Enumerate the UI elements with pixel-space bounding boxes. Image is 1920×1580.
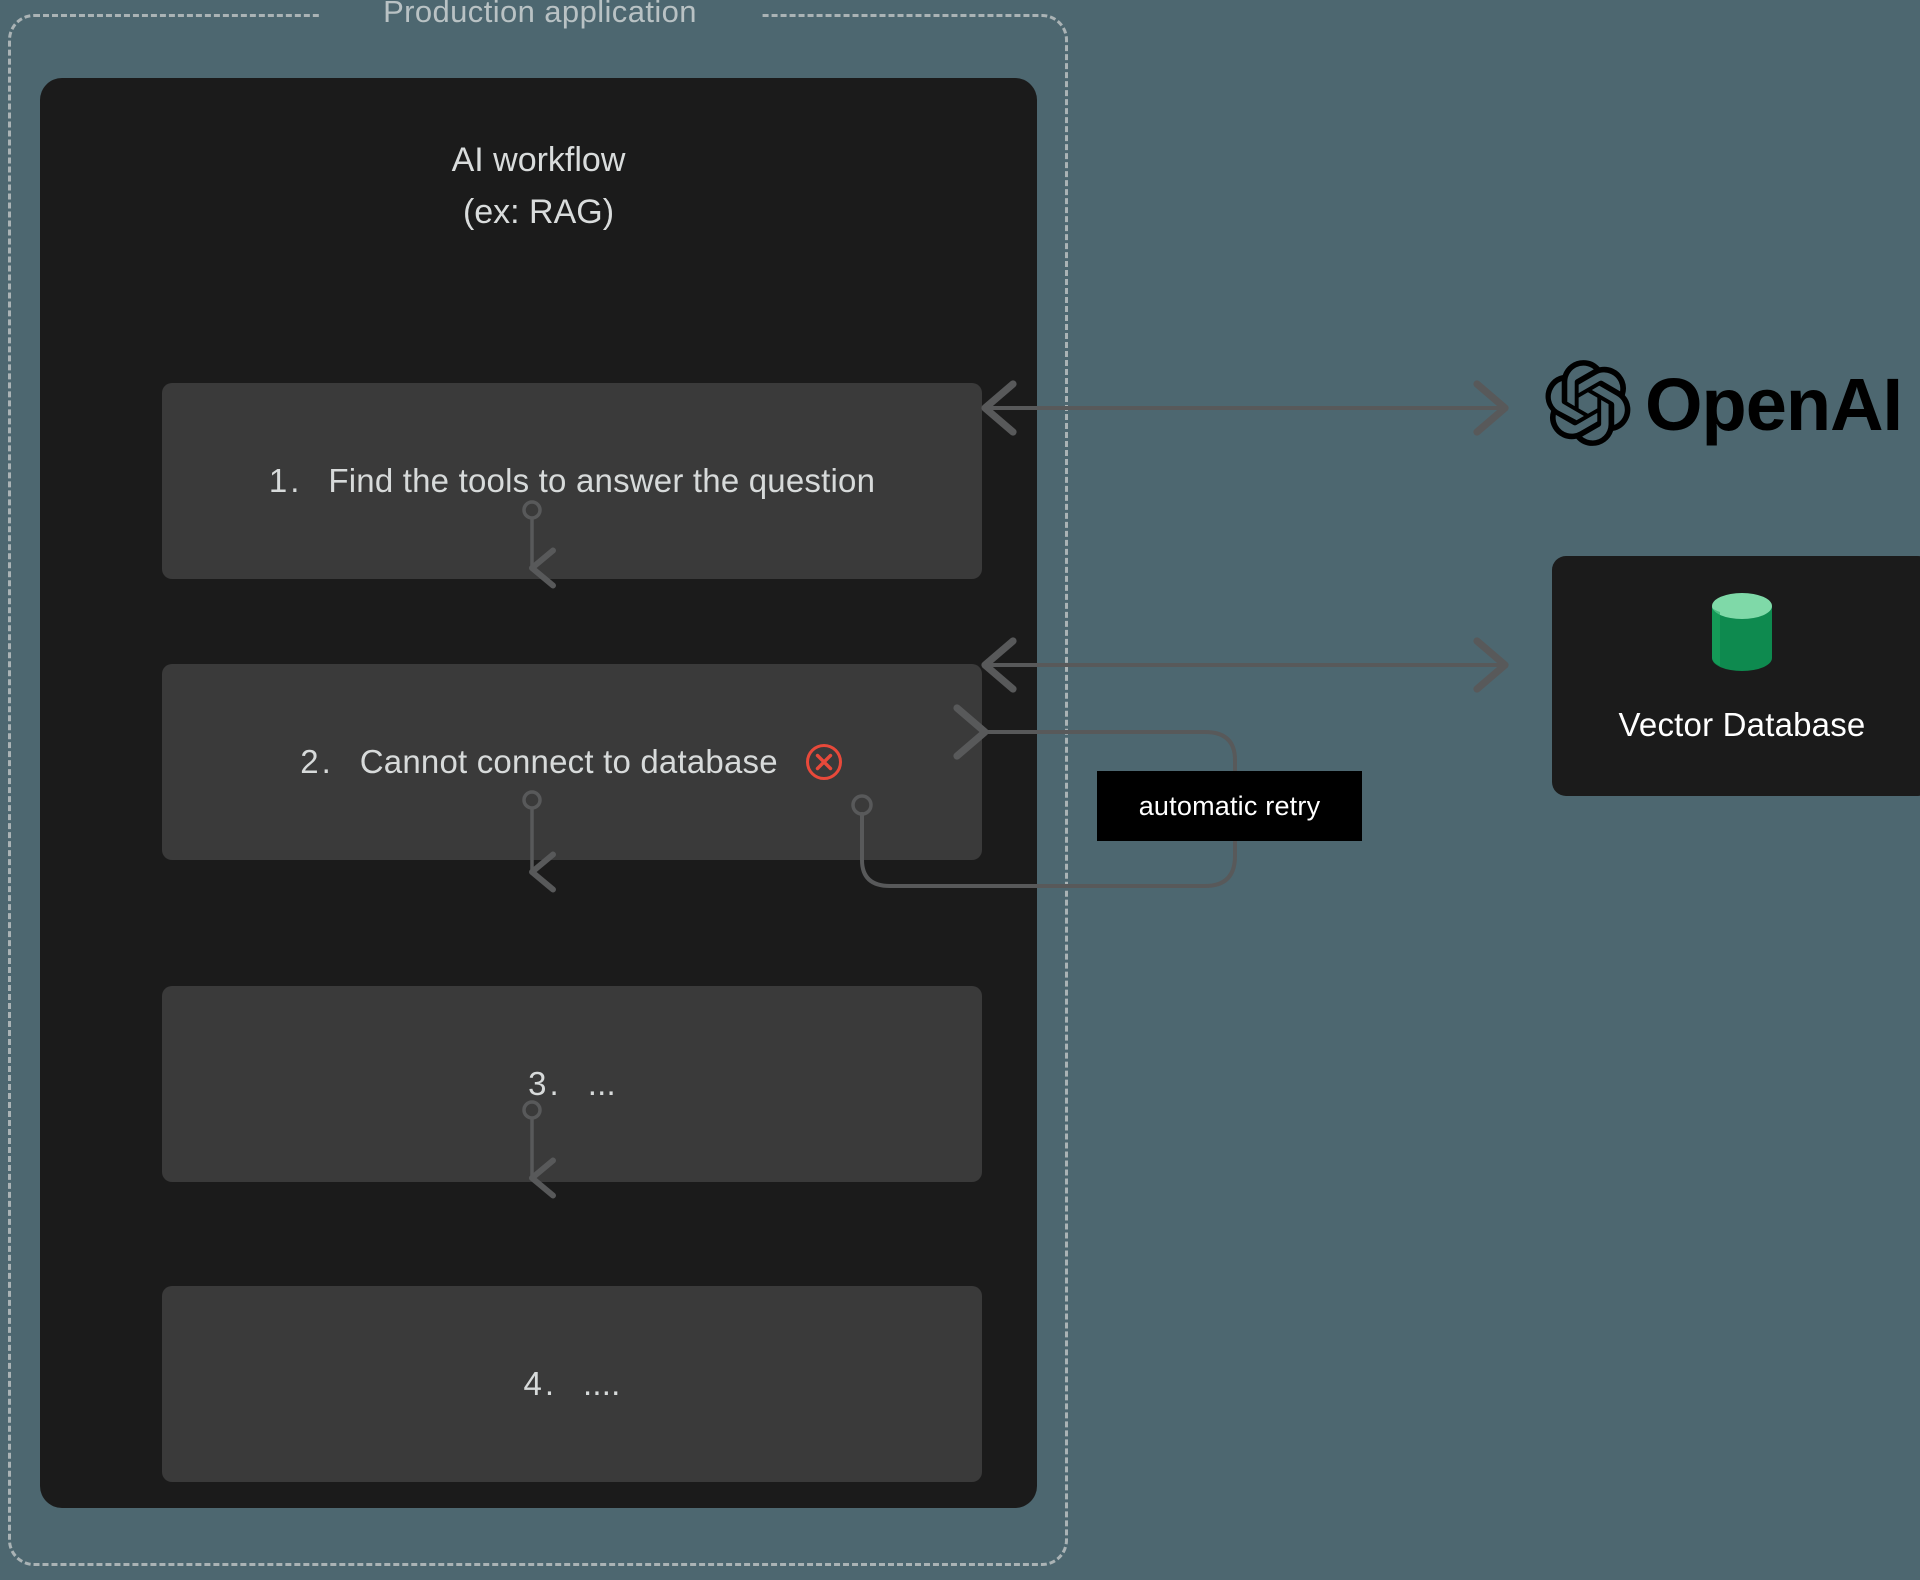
error-circle-x-icon: [804, 742, 844, 782]
workflow-step-1[interactable]: 1. Find the tools to answer the question: [162, 383, 982, 579]
workflow-step-1-label: Find the tools to answer the question: [328, 462, 876, 499]
openai-blossom-icon: [1545, 359, 1631, 451]
openai-service[interactable]: OpenAI: [1545, 359, 1903, 451]
workflow-step-3-label: ...: [587, 1065, 616, 1102]
workflow-step-2-number: 2.: [300, 743, 334, 780]
workflow-step-4[interactable]: 4. ....: [162, 1286, 982, 1482]
vector-database-service[interactable]: Vector Database: [1552, 556, 1920, 796]
openai-wordmark: OpenAI: [1645, 363, 1903, 446]
workflow-step-3[interactable]: 3. ...: [162, 986, 982, 1182]
workflow-step-1-number: 1.: [268, 462, 303, 499]
workflow-step-4-label: ....: [583, 1365, 621, 1402]
workflow-step-4-number: 4.: [523, 1365, 558, 1402]
ai-workflow-card: AI workflow (ex: RAG) 1. Find the tools …: [40, 78, 1037, 1508]
ai-workflow-title: AI workflow (ex: RAG): [451, 141, 626, 231]
vector-database-label: Vector Database: [1618, 706, 1866, 743]
workflow-step-2-label: Cannot connect to database: [359, 743, 778, 780]
workflow-step-3-number: 3.: [528, 1065, 562, 1102]
database-cylinder-icon: [1552, 592, 1920, 674]
automatic-retry-tag: automatic retry: [1097, 771, 1362, 841]
production-application-label: Production application: [320, 0, 760, 30]
workflow-step-2[interactable]: 2. Cannot connect to database: [162, 664, 982, 860]
